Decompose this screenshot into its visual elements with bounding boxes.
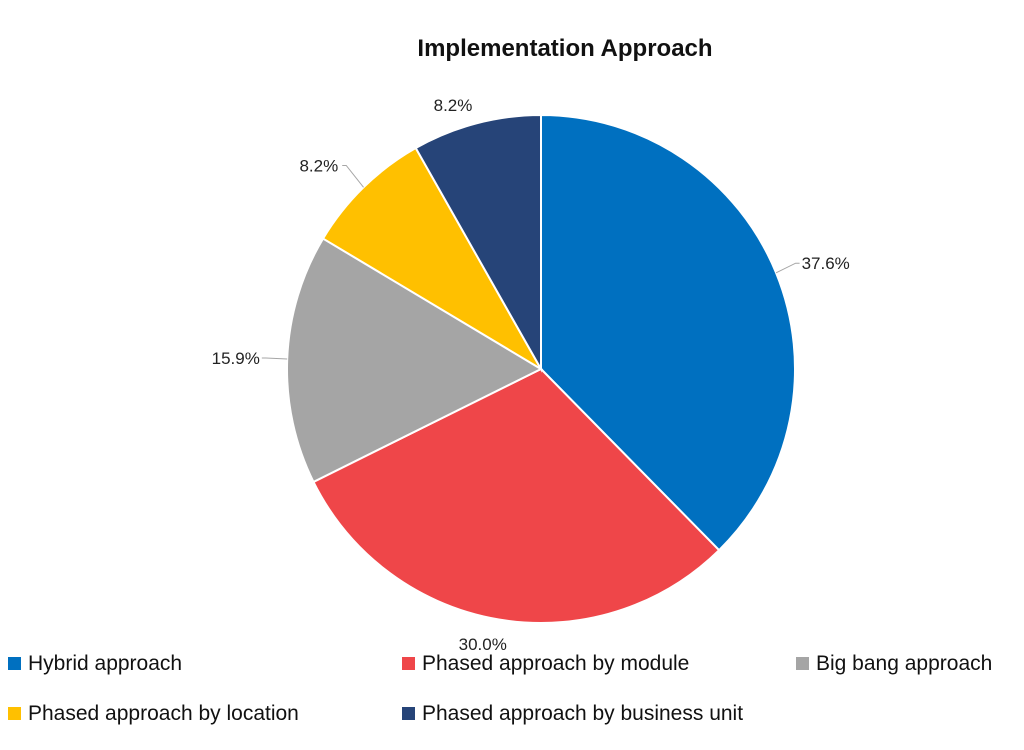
legend-item-hybrid-approach: Hybrid approach (8, 652, 182, 675)
pie-slice-phased-approach-by-location (321, 146, 544, 372)
legend-swatch-phased-approach-by-module (402, 657, 415, 670)
data-labels: 37.6% 30.0% 15.9% 8.2% 8.2% (212, 96, 850, 654)
leader-line-hybrid-approach (775, 262, 800, 274)
data-label-hybrid-approach: 37.6% (802, 254, 850, 273)
pie-slice-big-bang-approach (286, 237, 544, 484)
legend-swatch-big-bang-approach (796, 657, 809, 670)
pie-slices (286, 113, 796, 624)
legend-label-big-bang-approach: Big bang approach (816, 652, 992, 675)
legend-label-phased-approach-by-module: Phased approach by module (422, 652, 689, 675)
leader-line-big-bang-approach (261, 357, 288, 360)
data-label-phased-approach-by-business-unit: 8.2% (434, 96, 473, 115)
legend-label-phased-approach-by-business-unit: Phased approach by business unit (422, 702, 743, 725)
chart-title: Implementation Approach (417, 35, 712, 62)
legend-item-phased-approach-by-location: Phased approach by location (8, 702, 299, 725)
legend-item-phased-approach-by-business-unit: Phased approach by business unit (402, 702, 743, 725)
legend-swatch-phased-approach-by-business-unit (402, 707, 415, 720)
leader-line-phased-approach-by-location (342, 164, 364, 188)
legend-item-phased-approach-by-module: Phased approach by module (402, 652, 689, 675)
label-leader-lines (261, 164, 800, 360)
legend-item-big-bang-approach: Big bang approach (796, 652, 992, 675)
pie-slice-phased-approach-by-business-unit (414, 113, 542, 373)
data-label-big-bang-approach: 15.9% (212, 349, 260, 368)
data-label-phased-approach-by-location: 8.2% (299, 156, 338, 175)
legend-label-phased-approach-by-location: Phased approach by location (28, 702, 299, 725)
legend: Hybrid approach Phased approach by module… (8, 652, 992, 725)
data-label-phased-approach-by-module: 30.0% (459, 635, 507, 654)
legend-label-hybrid-approach: Hybrid approach (28, 652, 182, 675)
legend-swatch-hybrid-approach (8, 657, 21, 670)
legend-swatch-phased-approach-by-location (8, 707, 21, 720)
